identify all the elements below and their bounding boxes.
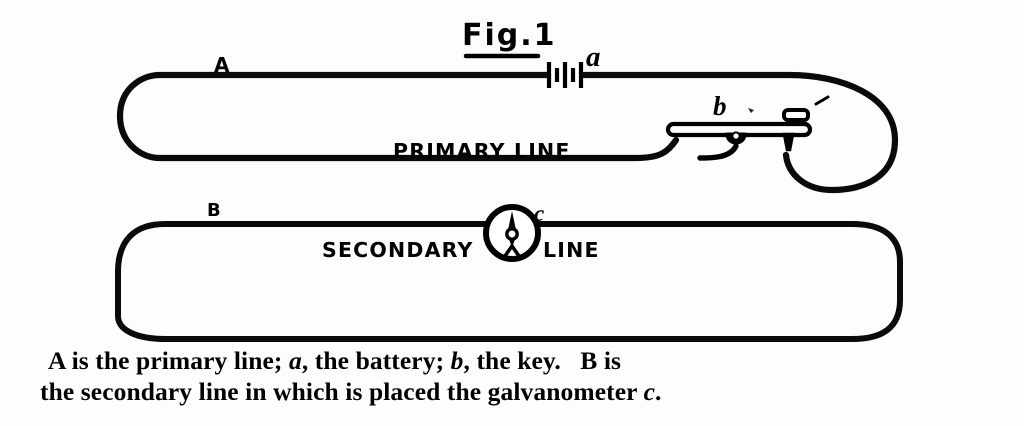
ink-speck	[748, 108, 754, 113]
figure-caption: A is the primary line; a, the battery; b…	[0, 345, 1024, 407]
key-pivot-hole	[731, 131, 741, 141]
caption-seg-1a: A is the primary line;	[48, 346, 289, 375]
key-ink-fleck	[814, 95, 830, 106]
primary-line-label: PRIMARY LINE	[393, 139, 571, 163]
caption-line-2: the secondary line in which is placed th…	[0, 376, 1024, 407]
key-pivot-stem	[697, 143, 739, 161]
secondary-loop	[115, 221, 903, 342]
battery-label: a	[586, 41, 601, 73]
primary-loop-label: A	[214, 53, 230, 77]
primary-loop-left-path	[116, 71, 680, 162]
primary-loop	[116, 71, 899, 194]
secondary-line-label-right: LINE	[543, 238, 600, 262]
galvanometer-pivot	[505, 227, 519, 241]
galvanometer[interactable]: c	[483, 201, 544, 262]
key-knob[interactable]	[782, 108, 810, 122]
galvanometer-needle-tail	[509, 239, 515, 248]
caption-seg-battery: a	[289, 346, 302, 375]
caption-seg-key: b	[450, 346, 464, 375]
secondary-loop-path	[115, 221, 903, 342]
caption-seg-2a: the secondary line in which is placed th…	[40, 377, 644, 406]
caption-seg-1e: , the key. B is	[463, 346, 622, 375]
secondary-line-label-left: SECONDARY	[322, 238, 474, 262]
caption-seg-galvanometer: c	[643, 377, 655, 406]
caption-seg-2c: .	[654, 377, 662, 406]
galvanometer-needle-fork	[503, 244, 521, 258]
circuit-diagram: Fig.1 a A PRIMARY LINE	[115, 18, 903, 342]
key-label: b	[713, 91, 727, 121]
figure-title: Fig.1	[462, 18, 557, 59]
battery-symbol: a	[546, 41, 601, 88]
caption-seg-1c: , the battery;	[301, 346, 451, 375]
secondary-loop-label: B	[207, 200, 221, 221]
primary-loop-right-path	[579, 71, 899, 194]
galvanometer-label: c	[534, 201, 544, 226]
figure-title-text: Fig.1	[462, 18, 557, 53]
caption-line-1: A is the primary line; a, the battery; b…	[0, 345, 1024, 376]
galvanometer-needle-top	[508, 211, 516, 230]
telegraph-key[interactable]: b	[665, 91, 830, 161]
key-contact-anvil	[782, 132, 795, 152]
